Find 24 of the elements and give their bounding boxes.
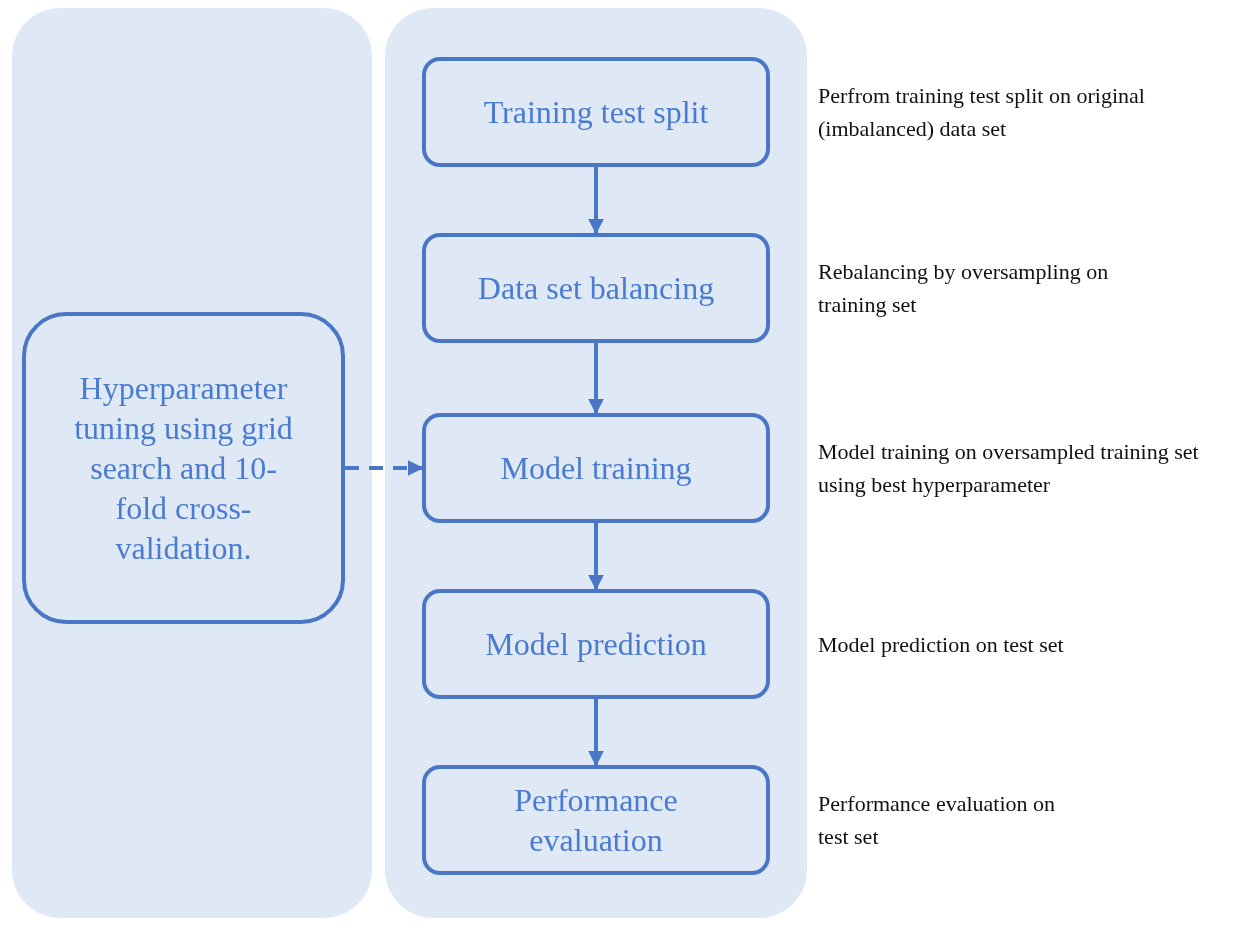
process-box	[422, 589, 770, 699]
arrow	[588, 343, 604, 415]
step-description: Perfrom training test split on original (imbalanced) data set	[818, 82, 1146, 143]
step-description: Model prediction on test set	[818, 630, 1065, 659]
dashed-arrow	[345, 460, 424, 476]
step-label: Training test split	[482, 93, 710, 132]
step-description: Performance evaluation on test set	[818, 790, 1056, 851]
step-label: Data set balancing	[476, 269, 716, 308]
step-description: Rebalancing by oversampling on training set	[818, 258, 1110, 319]
step-label: Performance evaluation	[513, 781, 679, 860]
process-box	[422, 413, 770, 523]
arrow	[588, 699, 604, 767]
arrow	[588, 167, 604, 235]
step-label: Hyperparameter tuning using grid search and 10-fold cross-validation.	[73, 369, 294, 568]
process-box	[422, 233, 770, 343]
arrow	[588, 523, 604, 591]
process-box	[422, 57, 770, 167]
step-label: Model training	[499, 449, 693, 488]
step-description: Model training on oversampled training set using best hyperparameter	[818, 438, 1200, 499]
panel-background	[385, 8, 807, 918]
panel-background	[12, 8, 372, 918]
process-box	[22, 312, 345, 624]
process-box	[422, 765, 770, 875]
step-label: Model prediction	[484, 625, 708, 664]
